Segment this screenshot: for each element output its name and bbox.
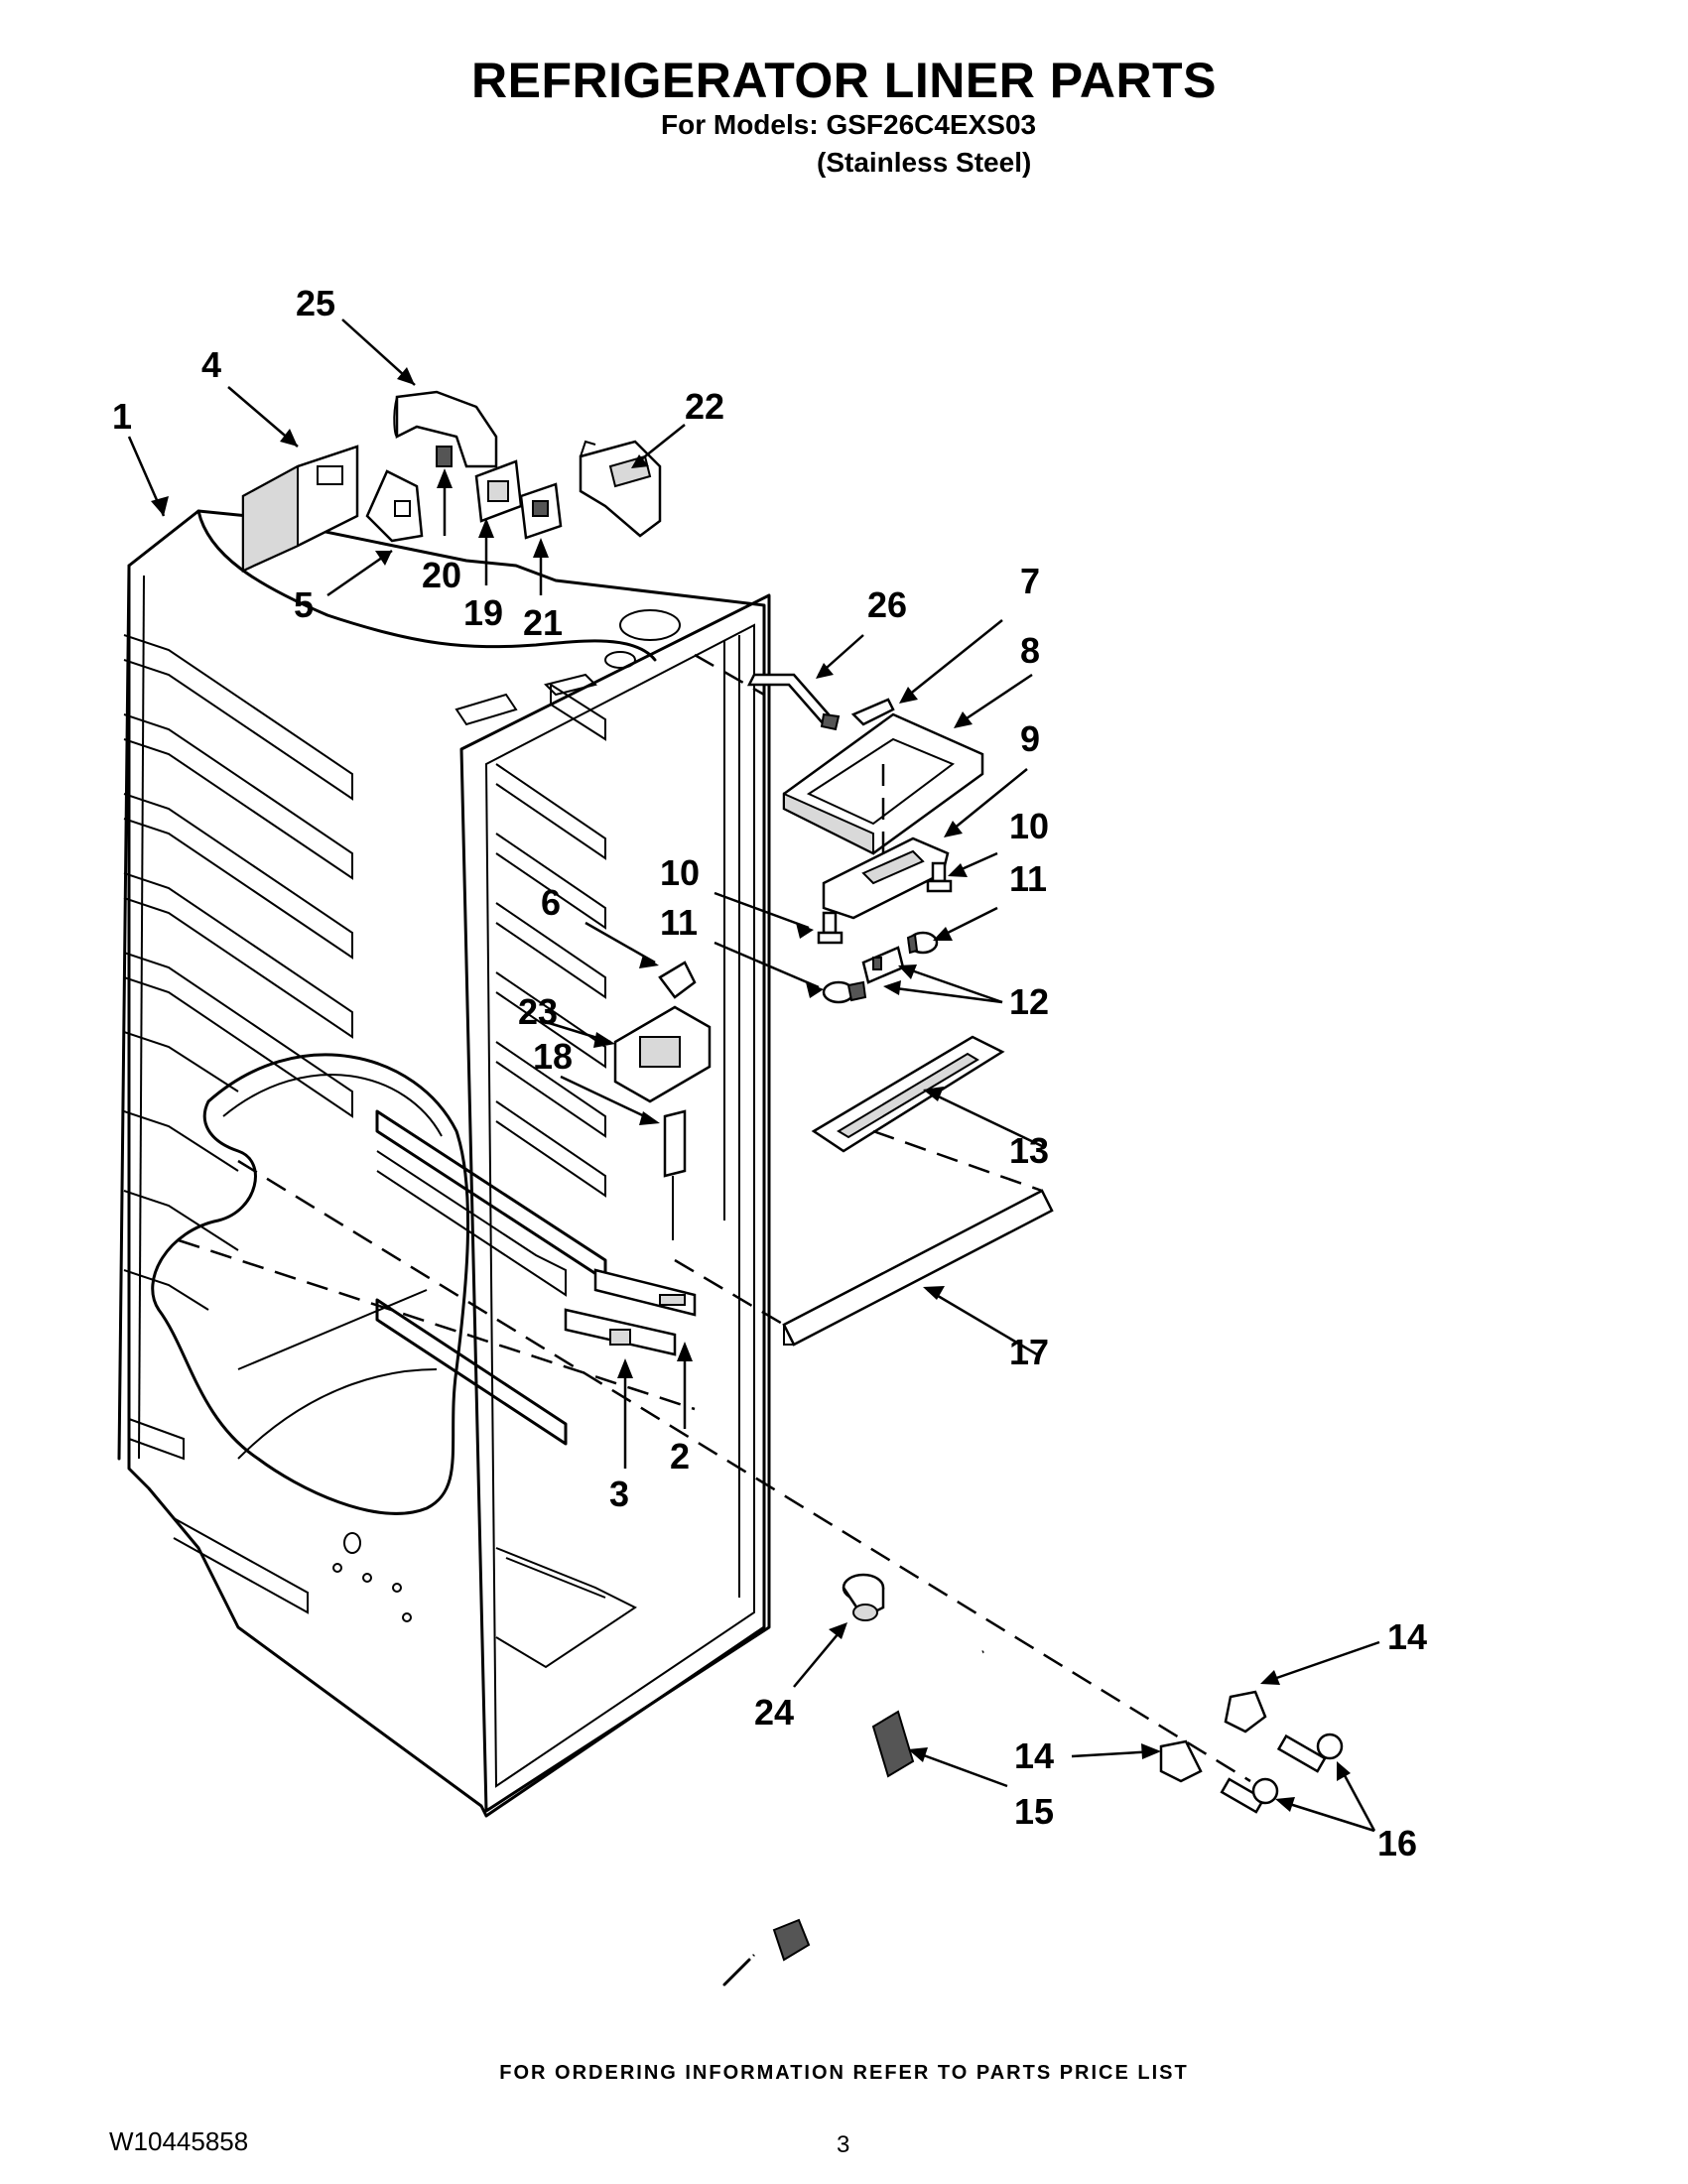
callout-7: 7 (1020, 561, 1040, 601)
part-13-lens (811, 1035, 1005, 1153)
callout-2: 2 (670, 1436, 690, 1477)
callout-6: 6 (541, 882, 561, 923)
callout-4: 4 (201, 344, 221, 385)
callout-8: 8 (1020, 630, 1040, 671)
callout-19: 19 (463, 592, 503, 633)
ordering-note: FOR ORDERING INFORMATION REFER TO PARTS … (499, 2062, 1189, 2084)
callout-16: 16 (1377, 1823, 1417, 1863)
part-10-screws (817, 861, 953, 945)
models-line: For Models: GSF26C4EXS03 (661, 109, 1037, 140)
callout-11-right: 11 (1009, 858, 1047, 899)
part-24-plug (842, 1573, 885, 1621)
callout-10-right: 10 (1009, 806, 1049, 846)
part-16-screws (1220, 1733, 1344, 1814)
callout-13: 13 (1009, 1130, 1049, 1171)
callout-22: 22 (685, 386, 724, 427)
part-9-light-shield (822, 836, 950, 920)
callout-20: 20 (422, 555, 461, 595)
part-2-plate (593, 1268, 697, 1317)
callout-24: 24 (754, 1692, 794, 1733)
part-23-switch (613, 1005, 712, 1103)
part-14-covers (1159, 1690, 1267, 1783)
callout-3: 3 (609, 1474, 629, 1514)
callout-14-right: 14 (1387, 1616, 1427, 1657)
part-25-duct (393, 390, 498, 468)
callout-26: 26 (867, 584, 907, 625)
part-26-light (746, 673, 841, 731)
callout-18: 18 (533, 1036, 573, 1077)
finish-line: (Stainless Steel) (817, 147, 1032, 178)
callout-25: 25 (296, 283, 335, 323)
document-number: W10445858 (109, 2126, 249, 2156)
part-19 (474, 459, 523, 523)
callout-15: 15 (1014, 1791, 1054, 1832)
callout-17: 17 (1009, 1332, 1049, 1372)
part-4-housing (241, 445, 359, 573)
callout-1: 1 (112, 396, 132, 437)
callout-10-left: 10 (660, 852, 700, 893)
part-12-sockets (861, 946, 905, 984)
page-number: 3 (837, 2131, 850, 2158)
page-title: REFRIGERATOR LINER PARTS (471, 53, 1217, 108)
callout-9: 9 (1020, 718, 1040, 759)
part-3-plate (564, 1308, 677, 1356)
part-21 (519, 482, 563, 540)
part-22-damper (579, 440, 662, 538)
part-11-bulbs (822, 931, 939, 1004)
callout-21: 21 (523, 602, 563, 643)
callout-23: 23 (518, 991, 558, 1032)
part-15-tube (722, 1647, 985, 1987)
callout-14-left: 14 (1014, 1735, 1054, 1776)
liner-body (117, 509, 771, 1818)
part-17-trim (782, 1189, 1054, 1347)
callout-12: 12 (1009, 981, 1049, 1022)
part-7 (850, 698, 895, 726)
callout-11-left: 11 (660, 902, 698, 943)
part-18-sensor (663, 1109, 687, 1240)
part-6 (658, 961, 697, 999)
callout-5: 5 (294, 584, 314, 625)
